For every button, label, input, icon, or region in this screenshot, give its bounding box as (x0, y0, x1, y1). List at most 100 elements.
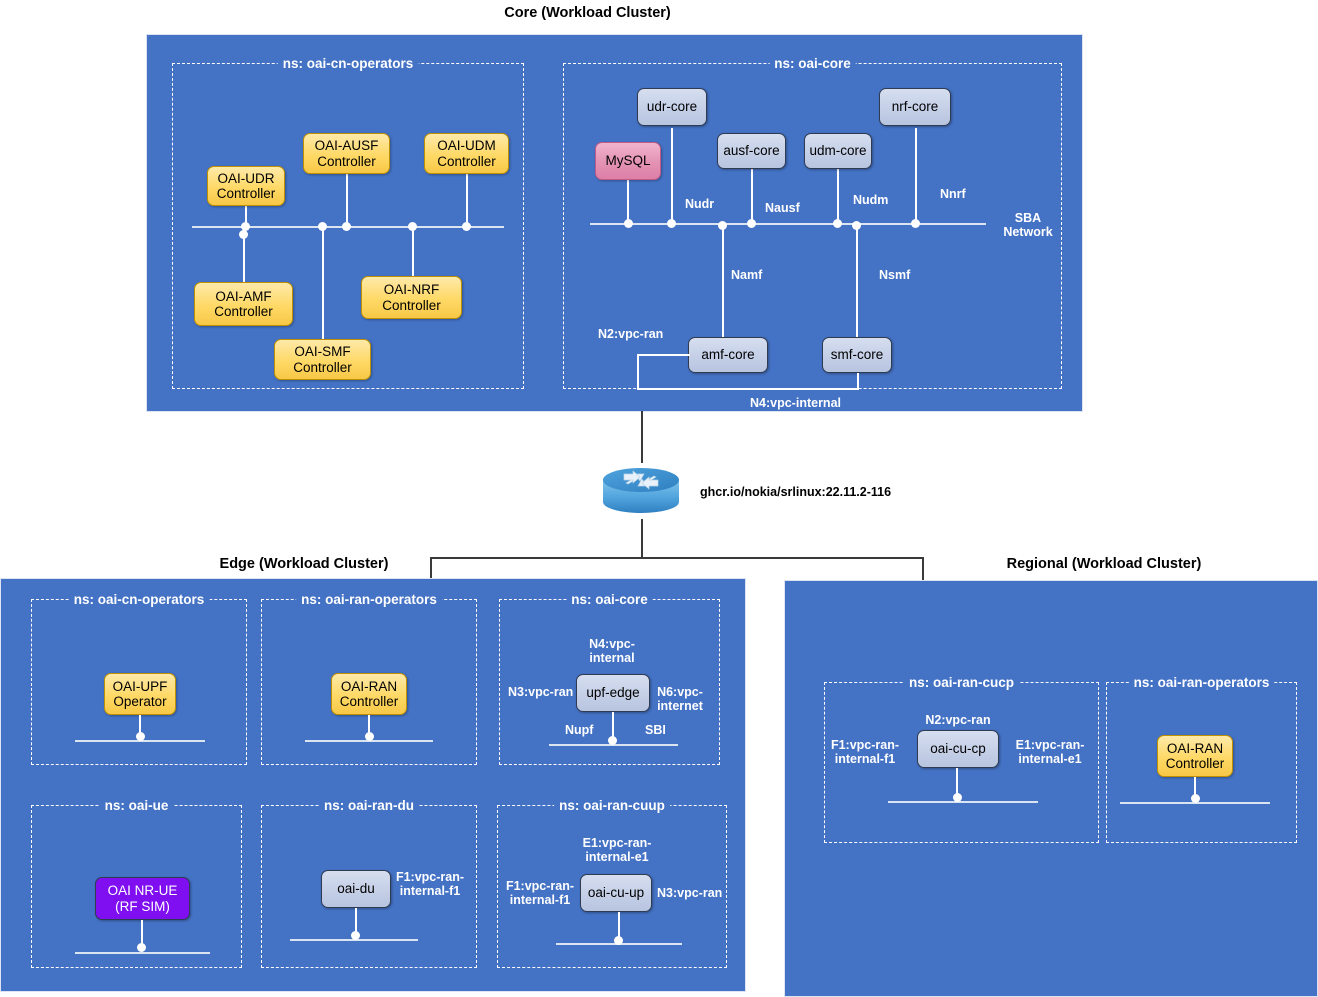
node-label: udm-core (809, 143, 867, 159)
sba-bus-dot (718, 221, 727, 230)
label-cucp-f1-line2: internal-f1 (834, 752, 896, 766)
connector-amf-controller (243, 226, 245, 282)
connector-mysql-sba (627, 180, 629, 225)
ns-label-core-cn-operators: ns: oai-cn-operators (277, 54, 419, 73)
connector-amf-core-sba (722, 223, 724, 338)
connector-n2-amf-horizontal (637, 354, 690, 356)
edge-cn-operators-bus (75, 740, 205, 742)
node-label-line1: OAI-UDR (217, 170, 275, 186)
sba-network-bus (590, 223, 986, 225)
node-nrf-core[interactable]: nrf-core (879, 88, 951, 126)
node-label-line1: OAI-AMF (215, 288, 272, 304)
node-label: udr-core (646, 99, 698, 115)
node-oai-udm-controller[interactable]: OAI-UDM Controller (424, 133, 509, 174)
node-oai-ausf-controller[interactable]: OAI-AUSF Controller (303, 133, 390, 174)
node-oai-du[interactable]: oai-du (321, 870, 391, 908)
bus-dot (1191, 794, 1200, 803)
regional-cluster-panel (784, 580, 1318, 997)
node-oai-smf-controller[interactable]: OAI-SMF Controller (274, 339, 371, 380)
sba-bus-dot (833, 219, 842, 228)
label-cuup-f1-line2: internal-f1 (509, 893, 571, 907)
label-cuup-e1-line2: internal-e1 (585, 850, 649, 864)
label-du-f1-line2: internal-f1 (399, 884, 461, 898)
label-n4-vpc-internal-core: N4:vpc-internal (750, 396, 841, 410)
connector-nrf-core-sba (915, 128, 917, 225)
label-n2-vpc-ran-core: N2:vpc-ran (598, 327, 664, 341)
ns-regional-oai-ran-operators: ns: oai-ran-operators (1106, 673, 1297, 843)
router-icon[interactable] (600, 463, 682, 519)
node-label-line1: OAI-RAN (1166, 740, 1224, 756)
node-label-line2: Controller (214, 304, 273, 319)
node-mysql[interactable]: MySQL (595, 142, 661, 180)
node-regional-oai-ran-controller[interactable]: OAI-RAN Controller (1157, 735, 1233, 777)
ns-core-oai-cn-operators: ns: oai-cn-operators (172, 54, 524, 389)
node-smf-core[interactable]: smf-core (822, 337, 892, 373)
node-label: amf-core (701, 347, 755, 363)
sba-bus-dot (911, 219, 920, 228)
bus-dot (614, 936, 623, 945)
connector-n4-smf-horizontal (637, 388, 859, 390)
connector-split-horizontal (430, 557, 924, 559)
connector-oai-cu-cp (956, 768, 958, 797)
connector-oai-cu-up (618, 912, 620, 940)
node-oai-udr-controller[interactable]: OAI-UDR Controller (207, 166, 285, 206)
connector-smf-core-sba (856, 223, 858, 338)
ns-label-regional-ran-cucp: ns: oai-ran-cucp (903, 673, 1020, 692)
core-cluster-title: Core (Workload Cluster) (504, 5, 671, 21)
connector-to-regional-cluster (922, 557, 924, 581)
node-oai-upf-operator[interactable]: OAI-UPF Operator (104, 673, 176, 715)
bus-dot (351, 931, 360, 940)
sba-bus-dot (747, 219, 756, 228)
connector-core-to-router (641, 411, 643, 463)
node-udr-core[interactable]: udr-core (637, 88, 707, 126)
ns-label-edge-oai-core: ns: oai-core (566, 590, 653, 609)
edge-ran-du-bus (290, 939, 418, 941)
connector-upf-operator (139, 715, 141, 737)
connector-udm-core-sba (837, 168, 839, 225)
node-label-line2: Controller (216, 186, 276, 201)
sba-bus-dot (667, 219, 676, 228)
connector-upf-edge (612, 712, 614, 741)
connector-nrf-controller (412, 226, 414, 276)
label-edge-nupf: Nupf (565, 723, 594, 737)
node-label: MySQL (605, 153, 651, 169)
ns-label-core-oai-core: ns: oai-core (769, 54, 856, 73)
bus-dot (318, 222, 327, 231)
node-label-line2: Operator (113, 694, 167, 709)
node-label-line2: (RF SIM) (115, 898, 170, 914)
node-label: nrf-core (891, 99, 939, 115)
ns-label-edge-cn-operators: ns: oai-cn-operators (68, 590, 210, 609)
label-edge-sbi: SBI (645, 723, 666, 737)
node-amf-core[interactable]: amf-core (688, 337, 768, 373)
label-nsmf: Nsmf (879, 268, 911, 282)
ns-edge-oai-cn-operators: ns: oai-cn-operators (31, 590, 247, 765)
label-cucp-e1-line1: E1:vpc-ran- (1015, 738, 1085, 752)
label-nausf: Nausf (765, 201, 800, 215)
node-label-line2: Controller (382, 297, 441, 313)
node-udm-core[interactable]: udm-core (804, 133, 872, 169)
node-oai-nr-ue[interactable]: OAI NR-UE (RF SIM) (95, 877, 190, 920)
node-edge-oai-ran-controller[interactable]: OAI-RAN Controller (331, 673, 407, 715)
connector-n2-amf-vertical (637, 354, 639, 390)
node-label-line2: Controller (339, 694, 399, 709)
node-oai-cu-cp[interactable]: oai-cu-cp (917, 730, 999, 768)
node-upf-edge[interactable]: upf-edge (576, 674, 650, 712)
ns-edge-oai-core: ns: oai-core (499, 590, 720, 765)
node-label: upf-edge (586, 685, 640, 701)
ns-label-edge-oai-ue: ns: oai-ue (99, 796, 174, 815)
edge-oai-core-bus (549, 744, 678, 746)
node-ausf-core[interactable]: ausf-core (717, 133, 786, 169)
bus-dot (462, 222, 471, 231)
connector-ausf-core-sba (751, 168, 753, 225)
label-cuup-e1-line1: E1:vpc-ran- (582, 836, 652, 850)
label-edge-n6-line1: N6:vpc- (657, 685, 703, 699)
node-oai-cu-up[interactable]: oai-cu-up (580, 874, 652, 912)
connector-smf-controller (322, 226, 324, 339)
node-oai-nrf-controller[interactable]: OAI-NRF Controller (361, 276, 462, 319)
bus-dot (137, 943, 146, 952)
label-namf: Namf (731, 268, 763, 282)
connector-oai-du (355, 908, 357, 935)
node-oai-amf-controller[interactable]: OAI-AMF Controller (194, 282, 293, 326)
ns-edge-oai-ran-cuup: ns: oai-ran-cuup (497, 796, 727, 968)
